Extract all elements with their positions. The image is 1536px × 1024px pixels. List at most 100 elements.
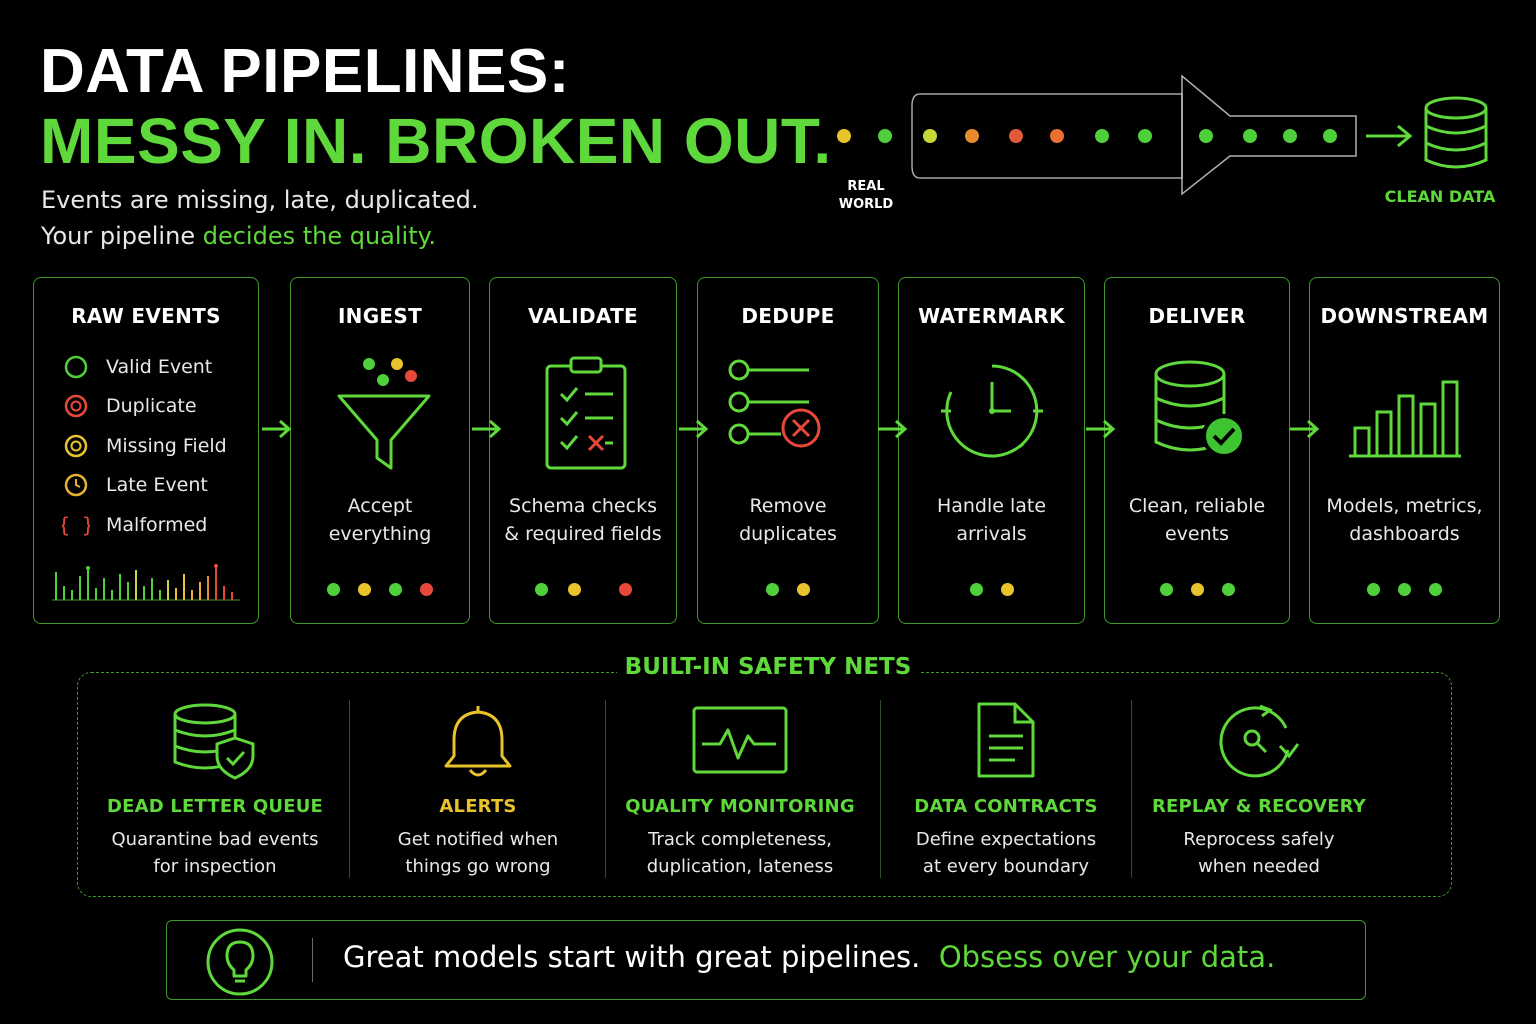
desc-line1: Accept (347, 495, 413, 517)
status-dots (1310, 583, 1499, 596)
arrow-right-icon (1290, 419, 1320, 439)
status-dot (420, 583, 433, 596)
desc-line2: duplicates (739, 523, 837, 545)
divider (1131, 700, 1132, 878)
footer-highlight: Obsess over your data. (938, 940, 1276, 974)
desc-line1: Handle late (936, 495, 1047, 517)
clock-icon (940, 364, 1043, 458)
clock-icon (64, 473, 88, 497)
desc-line2: things go wrong (405, 856, 551, 877)
red-double-circle-icon (64, 394, 88, 418)
card-title: VALIDATE (527, 304, 639, 328)
card-title: DOWNSTREAM (1320, 304, 1489, 328)
safety-net-dead-letter-queue: DEAD LETTER QUEUE Quarantine bad events f… (90, 700, 340, 890)
monitor-pulse-icon (692, 706, 788, 774)
clean-data-label: CLEAN DATA (1384, 187, 1496, 206)
desc-line2: & required fields (504, 523, 662, 545)
net-description: Get notified when things go wrong (358, 826, 598, 880)
desc-line2: everything (328, 523, 432, 545)
footer-message: Great models start with great pipelines. (343, 940, 921, 974)
svg-text:{ }: { } (62, 513, 90, 537)
legend-label: Missing Field (106, 435, 227, 457)
subtitle-line2-highlight: decides the quality. (202, 222, 437, 250)
desc-line2: for inspection (153, 856, 277, 877)
net-title: DEAD LETTER QUEUE (106, 796, 324, 817)
net-description: Track completeness, duplication, lateness (615, 826, 865, 880)
desc-line2: arrivals (956, 523, 1027, 545)
event-dot (1243, 129, 1257, 143)
bar-chart-icon (1348, 380, 1461, 458)
bell-icon (444, 706, 512, 777)
net-title: QUALITY MONITORING (625, 796, 855, 817)
event-dot (1199, 129, 1213, 143)
status-dot (618, 583, 632, 596)
subtitle-line1: Events are missing, late, duplicated. (41, 186, 479, 214)
status-dot (1398, 583, 1411, 596)
legend-missing: Missing Field (62, 433, 227, 459)
status-dot (567, 583, 581, 596)
page-title: DATA PIPELINES: (40, 37, 570, 106)
arrow-right-icon (679, 419, 709, 439)
footer-divider (312, 938, 313, 982)
arrow-right-icon (472, 419, 502, 439)
legend-label: Valid Event (106, 356, 213, 378)
real-world-label-line1: REAL (847, 179, 885, 194)
desc-line1: Reprocess safely (1183, 829, 1335, 850)
card-title: INGEST (337, 304, 423, 328)
arrow-right-icon (1086, 419, 1116, 439)
desc-line1: Quarantine bad events (111, 829, 319, 850)
event-dot (1283, 129, 1297, 143)
net-title: ALERTS (439, 796, 517, 817)
document-icon (977, 702, 1035, 778)
green-circle-icon (64, 355, 88, 379)
status-dot (1429, 583, 1442, 596)
braces-icon: { } (62, 513, 90, 537)
safety-nets-title-text: BUILT-IN SAFETY NETS (616, 654, 920, 680)
status-dots (291, 583, 469, 596)
lightbulb-icon (206, 928, 274, 996)
desc-line1: Schema checks (509, 495, 657, 517)
footer-text: Great models start with great pipelines.… (343, 940, 1275, 974)
status-dot (1159, 583, 1173, 596)
database-shield-icon (173, 703, 255, 780)
safety-nets-title: BUILT-IN SAFETY NETS (0, 654, 1536, 680)
arrow-right-icon (262, 419, 292, 439)
stage-card-ingest: INGEST Accept everything (290, 277, 470, 624)
event-dot (1138, 129, 1152, 143)
arrow-right-icon (878, 419, 908, 439)
legend-valid: Valid Event (62, 354, 212, 380)
status-dot (389, 583, 402, 596)
desc-line2: duplication, lateness (646, 856, 834, 877)
divider (349, 700, 350, 878)
desc-line1: Get notified when (397, 829, 559, 850)
pipeline-flow-graphic (837, 74, 1488, 196)
database-icon (1424, 96, 1488, 169)
status-dot (1367, 583, 1380, 596)
event-dot (837, 129, 851, 143)
divider (605, 700, 606, 878)
card-title: DEDUPE (741, 304, 835, 328)
status-dot (969, 583, 983, 596)
status-dots (490, 583, 676, 596)
event-dot (1095, 129, 1109, 143)
status-dot (1221, 583, 1235, 596)
legend-malformed: { } Malformed (62, 512, 207, 538)
safety-net-alerts: ALERTS Get notified when things go wrong (358, 700, 598, 890)
subtitle-line2-prefix: Your pipeline (41, 222, 203, 250)
status-dot (327, 583, 340, 596)
page-subtitle-headline: MESSY IN. BROKEN OUT. (40, 105, 832, 177)
status-dots (698, 583, 878, 596)
event-dot (965, 129, 979, 143)
yellow-double-circle-icon (64, 434, 88, 458)
real-world-label-line2: WORLD (838, 197, 894, 212)
event-dot (923, 129, 937, 143)
stage-card-downstream: DOWNSTREAM Models, metrics,dashboards (1309, 277, 1500, 624)
event-dot (1323, 129, 1337, 143)
net-description: Quarantine bad events for inspection (90, 826, 340, 880)
desc-line1: Track completeness, (648, 829, 832, 850)
event-dot (878, 129, 892, 143)
